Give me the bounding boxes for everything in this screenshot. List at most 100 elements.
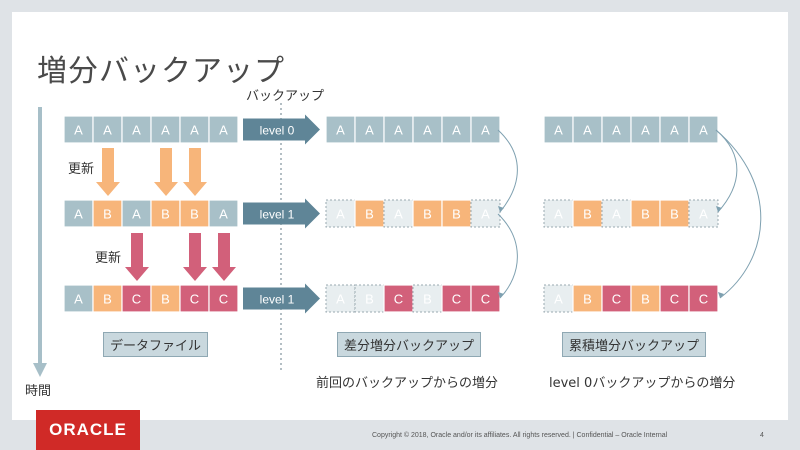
diff-block-label: C	[452, 292, 461, 307]
cum-block-label: A	[583, 123, 592, 138]
cum-block-label: A	[699, 207, 708, 222]
diff-block	[441, 199, 472, 228]
cum-block-label: A	[554, 207, 563, 222]
data-block-label: A	[161, 123, 170, 138]
diff-block-label: A	[423, 123, 432, 138]
arrows-layer: level 0 level 1 level 1	[96, 114, 762, 314]
cum-block-label: B	[641, 292, 650, 307]
data-block-label: B	[190, 207, 199, 222]
cum-block	[601, 199, 632, 228]
cum-block-label: A	[699, 123, 708, 138]
diff-block-label: A	[394, 123, 403, 138]
cum-block	[688, 199, 719, 228]
data-block-label: C	[132, 292, 141, 307]
data-block	[208, 199, 239, 228]
cum-block-label: A	[670, 123, 679, 138]
diff-curve-1	[497, 129, 518, 213]
update-arrow-b	[96, 148, 120, 196]
cum-block-label: B	[670, 207, 679, 222]
data-block-label: A	[74, 292, 83, 307]
data-block	[92, 115, 123, 144]
update-arrow-b	[183, 148, 207, 196]
data-block	[179, 199, 210, 228]
update-arrow-b	[154, 148, 178, 196]
data-block	[179, 115, 210, 144]
diff-block	[325, 199, 356, 228]
cum-block-label: A	[612, 123, 621, 138]
diff-curve-head-2	[498, 292, 504, 298]
data-block-label: A	[219, 207, 228, 222]
update-arrow-c	[125, 233, 149, 281]
data-block-label: A	[132, 207, 141, 222]
data-block-label: A	[74, 207, 83, 222]
cum-block	[543, 284, 574, 313]
oracle-logo: ORACLE	[36, 410, 140, 450]
time-label: 時間	[25, 384, 52, 399]
diff-block	[470, 115, 501, 144]
data-block-label: A	[74, 123, 83, 138]
diff-block-label: A	[452, 123, 461, 138]
cum-block-label: A	[612, 207, 621, 222]
cum-curve-head-1	[716, 206, 722, 212]
diff-block-label: A	[394, 207, 403, 222]
cum-block-label: A	[554, 123, 563, 138]
level-arrow	[243, 198, 320, 229]
cum-block-label: B	[583, 292, 592, 307]
diff-block-label: C	[394, 292, 403, 307]
diff-curve-2	[497, 213, 518, 299]
cum-block	[630, 115, 661, 144]
diff-block	[441, 115, 472, 144]
data-block	[121, 284, 152, 313]
diff-curve-head-1	[498, 206, 504, 212]
backup-label: バックアップ	[246, 89, 325, 104]
diff-block	[354, 284, 385, 313]
update-label-2: 更新	[95, 251, 122, 266]
time-axis-arrowhead	[33, 363, 47, 377]
cumulative-description: level 0バックアップからの増分	[549, 376, 736, 391]
cum-block-label: C	[699, 292, 708, 307]
cum-block-label: C	[670, 292, 679, 307]
data-block	[208, 284, 239, 313]
diff-block	[383, 115, 414, 144]
diff-block-label: C	[481, 292, 490, 307]
update-arrow-c	[212, 233, 236, 281]
diff-block-label: A	[481, 207, 490, 222]
data-block	[179, 284, 210, 313]
update-arrow-c	[183, 233, 207, 281]
update-label-1: 更新	[68, 162, 95, 177]
data-block	[63, 284, 94, 313]
level-arrow	[243, 283, 320, 314]
data-block	[121, 115, 152, 144]
cum-block-label: A	[641, 123, 650, 138]
level-arrow-label: level 0	[260, 124, 295, 138]
diff-block	[354, 115, 385, 144]
data-block-label: A	[132, 123, 141, 138]
diff-block	[470, 199, 501, 228]
cum-block	[659, 199, 690, 228]
diff-block	[441, 284, 472, 313]
cum-block	[572, 284, 603, 313]
page-number: 4	[760, 432, 764, 439]
cum-curve-head-2	[718, 292, 724, 298]
cum-block-label: B	[583, 207, 592, 222]
diff-block-label: A	[365, 123, 374, 138]
diff-block-label: B	[423, 207, 432, 222]
cum-block	[688, 284, 719, 313]
level-arrow-label: level 1	[260, 293, 295, 307]
data-block-label: B	[103, 292, 112, 307]
data-block-label: A	[190, 123, 199, 138]
footer-copyright: Copyright © 2018, Oracle and/or its affi…	[372, 432, 668, 439]
cumulative-label: 累積増分バックアップ	[562, 332, 707, 357]
diff-block-label: B	[365, 292, 374, 307]
data-block-label: B	[161, 207, 170, 222]
diff-description: 前回のバックアップからの増分	[316, 376, 499, 391]
diff-block-label: B	[423, 292, 432, 307]
page-title: 増分バックアップ	[37, 54, 285, 89]
diff-block	[412, 199, 443, 228]
data-block	[92, 284, 123, 313]
diff-block-label: B	[452, 207, 461, 222]
cum-block-label: C	[612, 292, 621, 307]
level-arrow-label: level 1	[260, 208, 295, 222]
datafile-label: データファイル	[103, 332, 209, 357]
